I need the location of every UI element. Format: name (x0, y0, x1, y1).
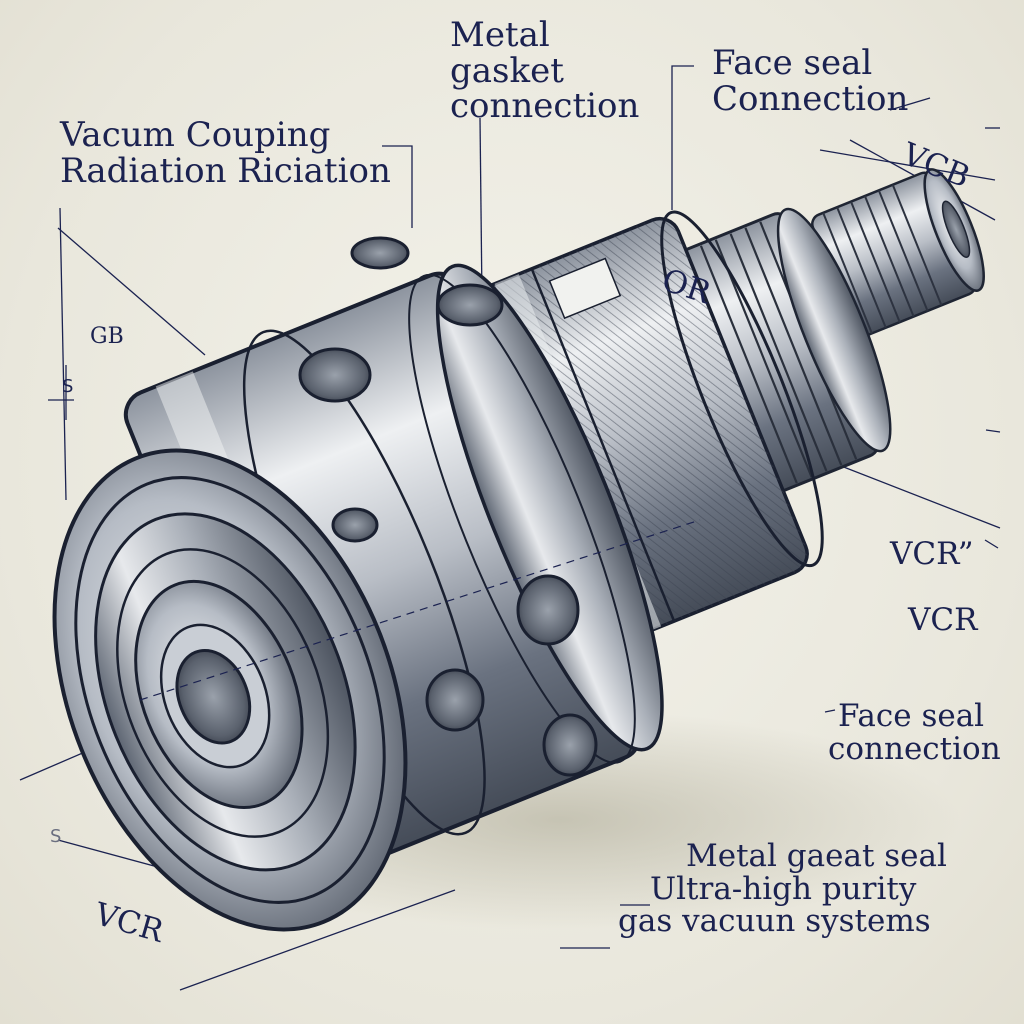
metal-gasket-line-3: connection (450, 86, 640, 127)
bottom-right-line-1: Metal gaeat seal (686, 838, 947, 874)
center-axis (139, 519, 701, 701)
vacum-couping-line-1: Vacum Couping (60, 115, 331, 155)
s-lower-label: S (50, 826, 62, 847)
face-seal-right-line-2: connection (828, 730, 1001, 767)
vacum-couping-label: Vacum Couping Radiation Riciation (60, 115, 391, 191)
face-seal-top-line-1: Face seal (712, 43, 873, 83)
metal-gasket-line-1: Metal (450, 15, 550, 55)
face-seal-top-line-2: Connection (712, 78, 909, 119)
gb-label: GB (90, 324, 124, 349)
metal-gasket-label: Metal gasket connection (450, 15, 640, 127)
port-holes (298, 236, 598, 777)
bottom-right-line-2: Ultra-high purity (650, 870, 917, 907)
front-flange (52, 448, 408, 932)
metal-gasket-line-2: gasket (450, 50, 564, 91)
bottom-right-label: Metal gaeat seal Ultra-high purity gas v… (618, 838, 947, 938)
vcr-right-label-1: VCR” (890, 536, 974, 572)
s-upper-label: S (62, 376, 74, 397)
vcr-right-label-2: VCR (908, 602, 978, 638)
vacum-couping-line-2: Radiation Riciation (60, 150, 391, 191)
bottom-right-line-3: gas vacuun systems (618, 903, 931, 940)
face-seal-top-label: Face seal Connection (712, 43, 909, 119)
face-seal-right-line-1: Face seal (838, 698, 985, 734)
face-seal-right-label: Face seal connection (828, 698, 1001, 765)
